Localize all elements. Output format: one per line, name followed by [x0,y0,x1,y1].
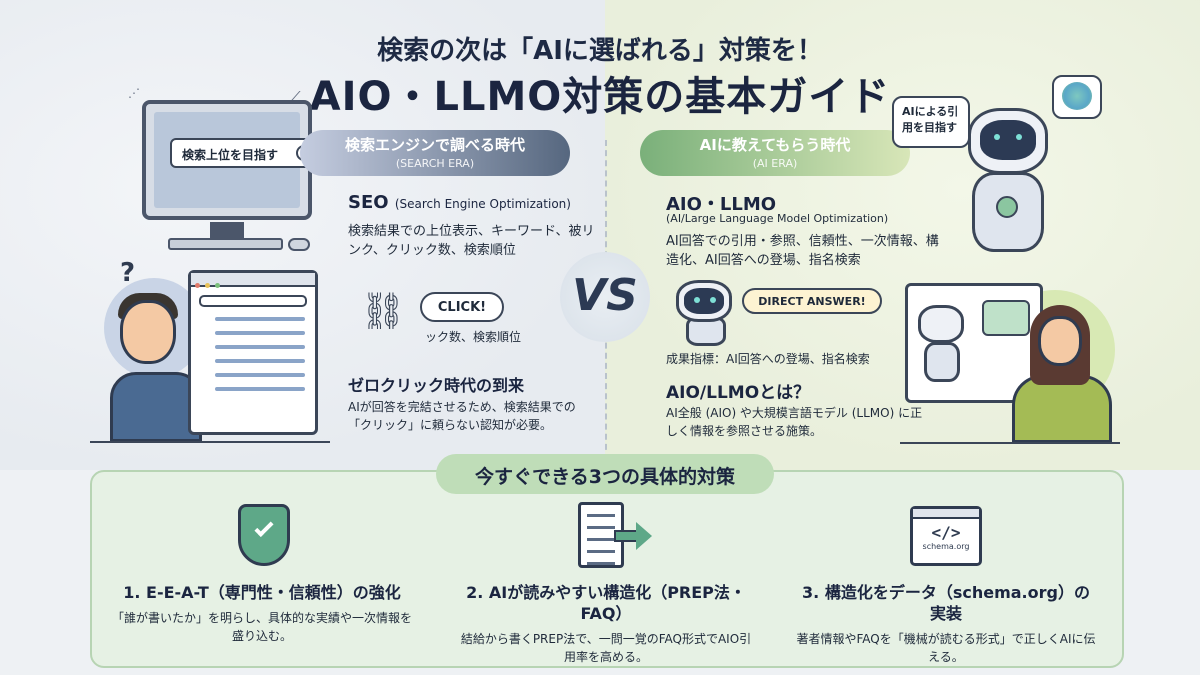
mouse-icon [288,238,310,251]
code-window-icon: </> schema.org [910,506,982,566]
vs-backdrop [560,252,650,342]
code-symbol: </> [931,523,961,542]
measure-title: 1. E-E-A-T（専門性・信頼性）の強化 [123,583,401,602]
keyboard-icon [168,238,283,250]
arrow-right-head [636,522,652,550]
zero-click-heading: ゼロクリック時代の到来 [348,376,525,395]
frame-robot-icon [918,305,964,343]
search-era-title: 検索エンジンで調べる時代 [344,136,525,154]
page-subtitle: 検索の次は「AIに選ばれる」対策を！ [377,36,823,66]
robot-eye [710,297,716,303]
measure-title: 3. 構造化をデータ（schema.org）の実装 [802,583,1090,623]
measure-title: 2. AIが読みやすい構造化（PREP法・FAQ） [466,583,746,623]
direct-answer-bubble: DIRECT ANSWER! [742,288,882,314]
search-era-banner: 検索エンジンで調べる時代 (SEARCH ERA) [300,130,570,176]
click-caption: ック数、検索順位 [425,330,522,344]
vs-label: VS [572,270,638,321]
what-is-description: AI全般 (AIO) や大規模言語モデル (LLMO) に正しく情報を参照させる… [666,406,923,438]
search-era-subtitle: (SEARCH ERA) [395,157,475,170]
ground-line [90,441,330,443]
metric-text: 成果指標：AI回答への登場、指名検索 [666,352,870,366]
measure-schema: </> schema.org 3. 構造化をデータ（schema.org）の実装… [796,500,1096,666]
robot-eye [1016,134,1022,140]
woman-body [1012,375,1112,443]
smiling-woman-icon [1038,316,1082,366]
small-robot-face [684,288,724,314]
measures-title: 今すぐできる3つの具体的対策 [436,454,774,494]
shield-check-icon [238,504,290,566]
chat-bubble-icon [982,300,1030,336]
seo-heading-main: SEO [348,192,389,213]
zero-click-description: AIが回答を完結させるため、検索結果での「クリック」に頼らない認知が必要。 [348,400,576,432]
frame-robot-body [924,342,960,382]
page-title: AIO・LLMO対策の基本ガイド [309,74,891,120]
ai-era-title: AIに教えてもらう時代 [699,136,851,154]
measure-eeat: 1. E-E-A-T（専門性・信頼性）の強化 「誰が書いたか」を明らし、具体的な… [112,500,412,645]
robot-face [980,120,1036,160]
seo-heading-sub: (Search Engine Optimization) [394,197,571,211]
sparkle-icon: ⋰ [128,86,140,100]
link-chain-icon: ⛓ [360,291,406,332]
lightbulb-icon [996,196,1018,218]
ai-citation-bubble: AIによる引用を目指す [892,96,970,148]
ai-era-subtitle: (AI ERA) [752,157,798,170]
measure-description: 結給から書くPREP法で、一問一覚のFAQ形式でAIO引用率を高める。 [460,632,752,664]
measure-description: 「誰が書いたか」を明らし、具体的な実績や一次情報を盛り込む。 [112,611,413,643]
search-box: 検索上位を目指す [170,138,320,168]
schema-label: schema.org [922,542,970,551]
seo-description: 検索結果での上位表示、キーワード、被リンク、クリック数、検索順位 [348,224,595,258]
ai-era-banner: AIに教えてもらう時代 (AI ERA) [640,130,910,176]
monitor-stand [210,222,244,238]
aio-heading-sub: (AI/Large Language Model Optimization) [666,212,889,225]
measure-structure: 2. AIが読みやすい構造化（PREP法・FAQ） 結給から書くPREP法で、一… [456,500,756,666]
robot-eye [994,134,1000,140]
brain-icon [1062,82,1092,110]
aio-heading: AIO・LLMO [666,194,777,215]
robot-eye [694,297,700,303]
thinking-person-icon [120,300,176,364]
measure-description: 著者情報やFAQを「機械が読むる形式」で正しくAIに伝える。 [796,632,1096,664]
click-bubble: CLICK! [420,292,504,322]
search-box-label: 検索上位を目指す [182,148,279,162]
aio-description: AI回答での引用・参照、信頼性、一次情報、構造化、AI回答への登場、指名検索 [666,234,939,268]
browser-window-icon [188,270,318,435]
seo-heading: SEO (Search Engine Optimization) [348,192,571,213]
what-is-heading: AIO/LLMOとは？ [666,383,811,403]
question-mark-icon: ? [120,258,136,288]
ground-line [900,442,1120,444]
